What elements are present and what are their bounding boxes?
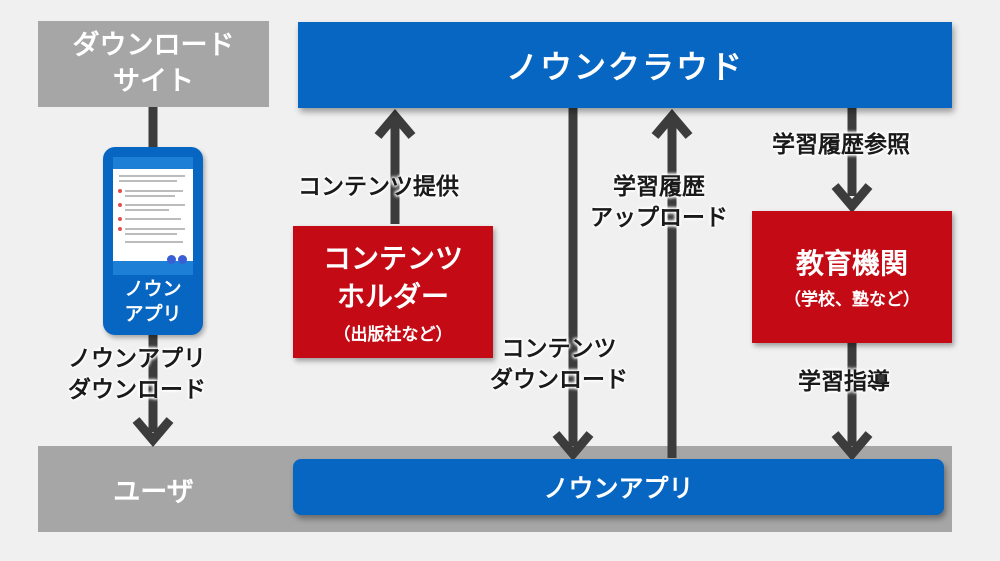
- holder-title-line1: コンテンツ: [322, 241, 463, 275]
- arrowhead-history-ref: [831, 183, 873, 213]
- arrowhead-history-upload: [651, 109, 693, 139]
- edge-label-contents-download: コンテンツ ダウンロード: [490, 334, 628, 396]
- contents-download-line2: ダウンロード: [490, 367, 628, 393]
- phone-bottombar: [113, 255, 193, 275]
- cloud-label: ノウンクラウド: [505, 48, 744, 86]
- holder-title-line2: ホルダー: [336, 279, 449, 313]
- holder-sub: （出版社など）: [333, 324, 453, 345]
- user-label: ユーザ: [113, 476, 194, 508]
- app-node: ノウンアプリ: [293, 459, 944, 515]
- app-download-line2: ダウンロード: [68, 377, 206, 403]
- phone-screen: [113, 157, 193, 275]
- contents-holder-node: コンテンツ ホルダー （出版社など）: [293, 226, 493, 358]
- cloud-node: ノウンクラウド: [298, 22, 952, 108]
- user-node: ユーザ: [38, 446, 269, 532]
- edge-label-history-upload: 学習履歴 アップロード: [590, 172, 728, 234]
- app-label: ノウンアプリ: [543, 474, 694, 503]
- edge-label-provide: コンテンツ提供: [298, 174, 459, 200]
- arrowhead-app-download: [132, 417, 174, 447]
- contents-download-line1: コンテンツ: [501, 336, 617, 362]
- download-site-line1: ダウンロード: [72, 30, 235, 61]
- edu-title: 教育機関: [795, 246, 908, 280]
- edge-label-history-ref: 学習履歴参照: [772, 132, 910, 158]
- app-download-line1: ノウンアプリ: [68, 346, 206, 372]
- arrowhead-contents-download: [552, 431, 594, 461]
- phone-topbar: [113, 157, 193, 169]
- arrowhead-provide: [374, 109, 416, 139]
- download-site-line2: サイト: [113, 66, 194, 97]
- phone-label: ノウン アプリ: [103, 277, 203, 327]
- edge-label-app-download: ノウンアプリ ダウンロード: [68, 344, 206, 406]
- phone-label-line1: ノウン: [124, 278, 182, 300]
- arrowhead-guidance: [831, 431, 873, 461]
- edu-sub: （学校、塾など）: [784, 289, 920, 310]
- phone-label-line2: アプリ: [124, 303, 182, 325]
- phone-illustration: ノウン アプリ: [103, 147, 203, 335]
- history-upload-line1: 学習履歴: [613, 174, 705, 200]
- education-institution-node: 教育機関 （学校、塾など）: [752, 211, 952, 343]
- edge-label-guidance: 学習指導: [798, 369, 890, 395]
- history-upload-line2: アップロード: [590, 205, 728, 231]
- download-site-node: ダウンロード サイト: [38, 21, 269, 107]
